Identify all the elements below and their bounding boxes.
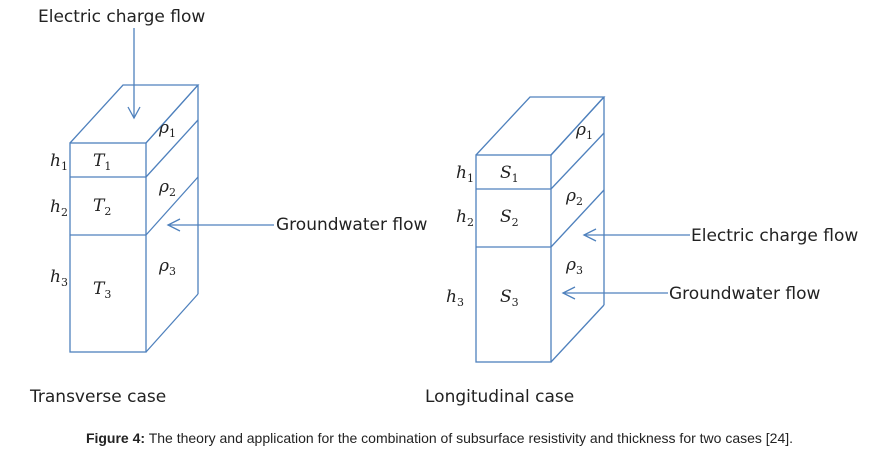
transverse-groundwater-label: Groundwater flow [276,215,427,235]
arrow-head-icon [561,286,576,300]
transverse-side-diagonal-4 [145,293,199,353]
longitudinal-side-diagonal-1 [550,96,605,156]
longitudinal-rho1-label: ρ1 [575,120,593,142]
transverse-front-face [69,142,147,353]
transverse-t3-label: T3 [93,279,111,301]
longitudinal-rho2-label: ρ2 [565,186,583,208]
transverse-case-label: Transverse case [29,387,166,407]
transverse-t1-label: T1 [93,151,111,173]
figure-caption-label: Figure 4: [85,430,146,446]
transverse-h1-label: h1 [50,151,68,173]
figure-caption: Figure 4: The theory and application for… [0,430,879,446]
transverse-t2-label: T2 [93,196,111,218]
longitudinal-groundwater-label: Groundwater flow [669,284,820,304]
arrow-head-icon [127,106,141,120]
transverse-block [69,28,274,353]
transverse-rho2-label: ρ2 [158,177,176,199]
transverse-side-diagonal-2 [145,119,199,178]
transverse-side-diagonal-3 [145,176,199,236]
transverse-charge-label: Electric charge flow [38,7,205,27]
longitudinal-case-label: Longitudinal case [425,387,574,407]
figure-caption-text: The theory and application for the combi… [145,430,794,446]
arrow-head-icon [582,228,597,242]
transverse-rho3-label: ρ3 [158,256,176,278]
transverse-side-diagonal-1 [145,84,199,144]
longitudinal-s3-label: S3 [500,287,519,309]
longitudinal-s1-label: S1 [500,163,519,185]
transverse-rho1-label: ρ1 [158,118,176,140]
transverse-h3-label: h3 [50,267,68,289]
longitudinal-s2-label: S2 [500,207,519,229]
longitudinal-h2-label: h2 [456,207,474,229]
longitudinal-side-diagonal-4 [550,304,605,363]
longitudinal-front-face [475,154,552,363]
longitudinal-charge-label: Electric charge flow [691,226,858,246]
longitudinal-h3-label: h3 [446,287,464,309]
longitudinal-block [475,96,690,363]
longitudinal-side-diagonal-2 [550,132,605,190]
longitudinal-rho3-label: ρ3 [565,255,583,277]
longitudinal-h1-label: h1 [456,163,474,185]
transverse-h2-label: h2 [50,197,68,219]
arrow-head-icon [166,218,181,232]
longitudinal-side-diagonal-3 [550,189,605,248]
